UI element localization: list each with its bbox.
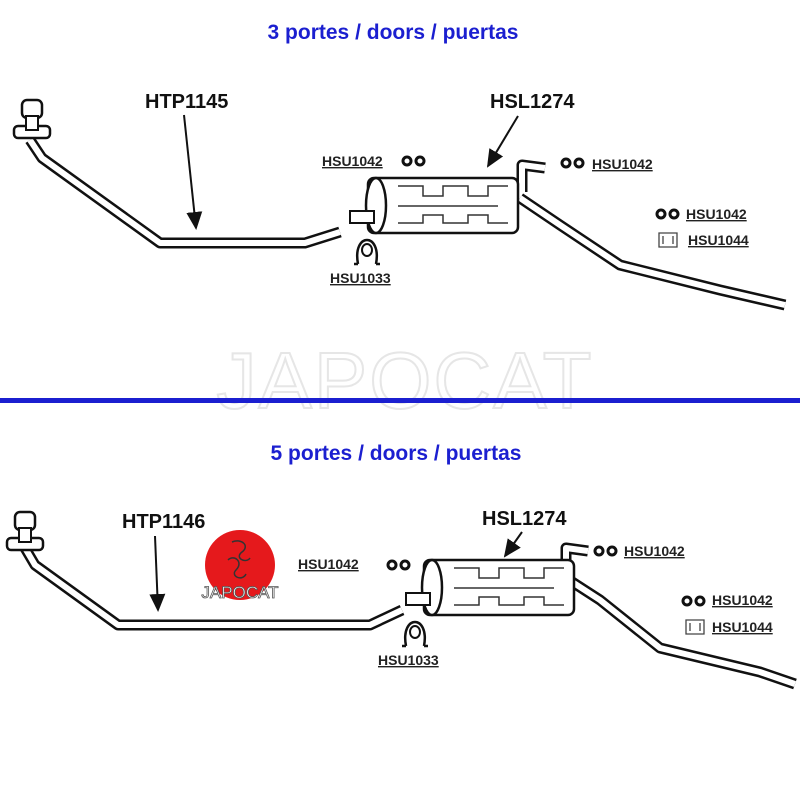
watermark: JAPOCAT bbox=[216, 336, 593, 425]
flange-icon bbox=[5, 510, 45, 552]
tail-pipe[interactable] bbox=[564, 575, 796, 687]
arrow-front-pipe bbox=[149, 535, 166, 612]
section-5-doors: 5 portes / doors / puertas JAPOCAT HTP11… bbox=[5, 442, 797, 690]
label-silencer: HSL1274 bbox=[482, 508, 567, 530]
bracket-icon bbox=[685, 619, 705, 635]
rubber-mount-icon bbox=[560, 157, 585, 169]
label-front-pipe: HTP1145 bbox=[145, 91, 228, 113]
arrow-silencer bbox=[486, 115, 519, 168]
front-pipe-htp1145[interactable] bbox=[25, 136, 342, 249]
silencer-hsl1274[interactable] bbox=[404, 558, 576, 617]
bracket-icon bbox=[658, 232, 678, 248]
label-silencer: HSL1274 bbox=[490, 91, 575, 113]
section-title: 3 portes / doors / puertas bbox=[268, 21, 519, 44]
arrow-front-pipe bbox=[183, 114, 203, 230]
label-rubber-left: HSU1042 bbox=[298, 556, 359, 572]
logo-text: JAPOCAT bbox=[201, 583, 278, 602]
flange-icon bbox=[12, 98, 52, 140]
label-rubber-left: HSU1042 bbox=[322, 153, 383, 169]
label-rubber-right: HSU1042 bbox=[624, 543, 685, 559]
silencer-hsl1274[interactable] bbox=[348, 176, 520, 235]
label-clamp: HSU1033 bbox=[378, 652, 439, 668]
section-divider bbox=[0, 398, 800, 403]
tail-pipe[interactable] bbox=[518, 195, 786, 308]
label-rubber-right: HSU1042 bbox=[592, 156, 653, 172]
clamp-icon bbox=[352, 238, 382, 266]
section-3-doors: 3 portes / doors / puertas HTP1145 HSL12… bbox=[12, 21, 787, 311]
section-title: 5 portes / doors / puertas bbox=[271, 442, 522, 465]
clamp-icon bbox=[400, 620, 430, 648]
japocat-logo: JAPOCAT bbox=[201, 530, 279, 602]
label-clamp: HSU1033 bbox=[330, 270, 391, 286]
arrow-silencer bbox=[503, 531, 523, 558]
rubber-mount-icon bbox=[655, 208, 680, 220]
rubber-mount-icon bbox=[681, 595, 706, 607]
label-rubber-rear: HSU1042 bbox=[712, 592, 773, 608]
label-bracket: HSU1044 bbox=[712, 619, 773, 635]
rubber-mount-icon bbox=[401, 155, 426, 167]
label-bracket: HSU1044 bbox=[688, 232, 749, 248]
rubber-mount-icon bbox=[386, 559, 411, 571]
label-rubber-rear: HSU1042 bbox=[686, 206, 747, 222]
rubber-mount-icon bbox=[593, 545, 618, 557]
label-front-pipe: HTP1146 bbox=[122, 511, 205, 533]
